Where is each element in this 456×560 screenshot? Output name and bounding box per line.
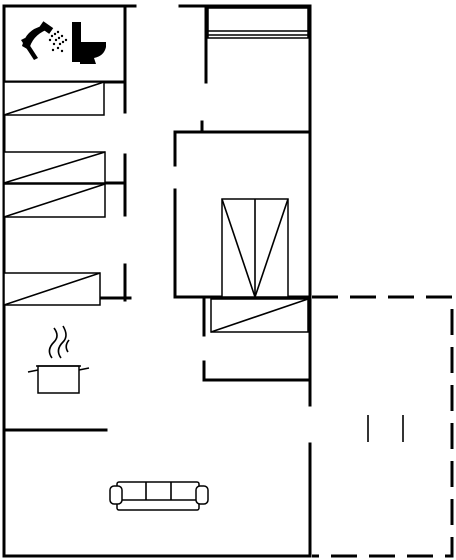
wardrobe [207,7,309,39]
bed [210,298,309,333]
terrace-outline [312,295,454,558]
bed [3,272,101,306]
shower-icon [21,21,68,60]
sofa-icon [109,481,209,511]
exterior-walls [2,4,312,558]
bunk-bed [3,151,106,218]
cooking-pot-icon [27,325,90,394]
double-bed [221,198,289,298]
bathroom [21,21,106,64]
toilet-icon [72,22,106,64]
bed [3,81,105,116]
